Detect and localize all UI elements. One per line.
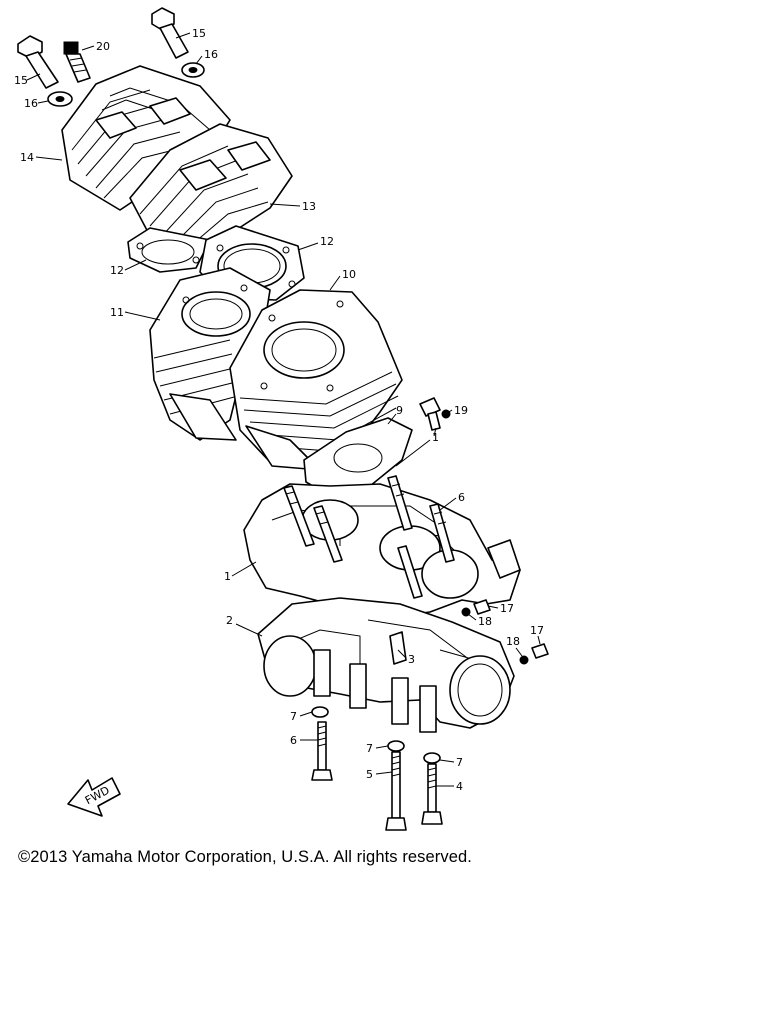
part-7-washer-left (311, 706, 329, 718)
part-10-cylinder-right (229, 289, 403, 471)
callout-labels: 15 16 20 15 16 14 13 12 12 10 11 9 19 1 … (14, 27, 544, 793)
part-2-lower-crankcase (257, 597, 515, 733)
callout-15-right: 15 (192, 27, 206, 40)
callout-16-right: 16 (204, 48, 218, 61)
part-17-bolt-upper (461, 599, 491, 617)
callout-6: 6 (290, 734, 297, 747)
callout-15-left: 15 (14, 74, 28, 87)
part-5-bolt (385, 751, 407, 831)
callout-19: 19 (454, 404, 468, 417)
exploded-parts-diagram: FWD (14, 7, 549, 831)
copyright-notice: ©2013 Yamaha Motor Corporation, U.S.A. A… (18, 848, 472, 866)
callout-7-left: 7 (290, 710, 297, 723)
part-7-washer-right (423, 752, 441, 764)
callout-20: 20 (96, 40, 110, 53)
callout-2: 2 (226, 614, 233, 627)
callout-12-left: 12 (110, 264, 124, 277)
callout-10: 10 (342, 268, 356, 281)
callout-6-top: 6 (458, 491, 465, 504)
callout-16-left: 16 (24, 97, 38, 110)
part-11-cylinder-left (149, 267, 271, 441)
leader-lines (26, 32, 541, 787)
callout-13: 13 (302, 200, 316, 213)
callout-7-right: 7 (456, 756, 463, 769)
part-4-bolt (421, 763, 443, 825)
callout-9: 9 (396, 404, 403, 417)
part-16-washer-left (47, 91, 73, 107)
part-15-bolt-left (17, 35, 59, 89)
part-1-upper-crankcase (243, 475, 521, 617)
callout-17-upper: 17 (500, 602, 514, 615)
callout-17-lower: 17 (530, 624, 544, 637)
part-16-washer-right (181, 62, 205, 78)
callout-1-fitting: 1 (432, 431, 439, 444)
part-19-fitting (419, 397, 451, 431)
callout-11: 11 (110, 306, 124, 319)
part-7-washer-center (387, 740, 405, 752)
part-17-bolt-lower (519, 643, 549, 665)
callout-18-lower: 18 (506, 635, 520, 648)
callout-18-upper: 18 (478, 615, 492, 628)
part-20-spark-plug (63, 41, 91, 83)
callout-4: 4 (456, 780, 463, 793)
callout-5: 5 (366, 768, 373, 781)
callout-3: 3 (408, 653, 415, 666)
part-12-head-gasket-left (127, 227, 211, 273)
callout-12-right: 12 (320, 235, 334, 248)
part-6-bolt (311, 721, 333, 781)
fwd-direction-arrow-icon: FWD (67, 777, 121, 817)
part-15-bolt-right (151, 7, 189, 59)
callout-1: 1 (224, 570, 231, 583)
callout-7-center: 7 (366, 742, 373, 755)
callout-14: 14 (20, 151, 34, 164)
